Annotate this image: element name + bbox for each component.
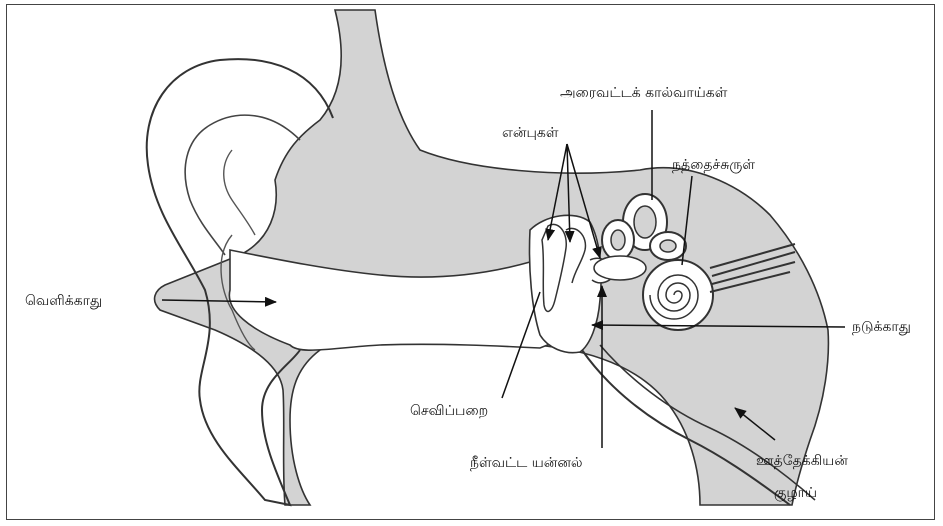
label-eustachian-tube-line1: ஊத்தேக்கியன் bbox=[756, 452, 848, 470]
label-eustachian-tube-line2: குழாய் bbox=[774, 484, 817, 502]
cochlea-shell bbox=[643, 260, 713, 330]
label-outer-ear: வெளிக்காது bbox=[25, 292, 102, 310]
label-oval-window: நீள்வட்ட யன்னல் bbox=[470, 454, 583, 472]
label-bones: என்புகள் bbox=[502, 124, 559, 142]
label-semicircular-canals: அரைவட்டக் கால்வாய்கள் bbox=[560, 84, 727, 102]
label-middle-ear: நடுக்காது bbox=[852, 318, 911, 336]
pinna-inner-fold-2 bbox=[224, 150, 255, 235]
label-cochlea: நத்தைச்சுருள் bbox=[672, 156, 755, 174]
vestibule bbox=[594, 256, 646, 280]
label-eardrum: செவிப்பறை bbox=[410, 402, 488, 420]
